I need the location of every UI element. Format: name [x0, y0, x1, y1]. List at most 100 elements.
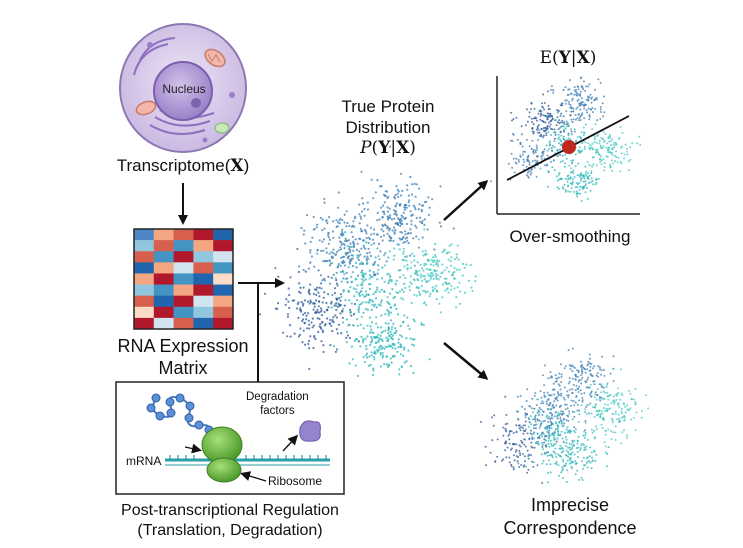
scatter-point: [540, 157, 543, 160]
scatter-point: [351, 280, 354, 283]
scatter-point: [595, 410, 598, 413]
scatter-point: [598, 409, 601, 412]
scatter-point: [445, 266, 448, 269]
scatter-point: [620, 162, 623, 164]
scatter-point: [356, 299, 359, 302]
scatter-point: [577, 375, 579, 378]
scatter-point: [342, 321, 345, 324]
scatter-point: [308, 327, 311, 330]
scatter-point: [596, 134, 599, 137]
scatter-point: [570, 171, 573, 173]
scatter-point: [523, 150, 526, 153]
scatter-point: [606, 410, 609, 413]
scatter-point: [524, 420, 527, 423]
scatter-point: [347, 257, 350, 260]
scatter-point: [528, 163, 531, 166]
scatter-point: [426, 228, 429, 231]
scatter-point: [394, 228, 397, 232]
scatter-point: [572, 383, 575, 386]
scatter-point: [593, 416, 596, 418]
scatter-point: [344, 299, 347, 302]
scatter-point: [576, 439, 579, 442]
scatter-point: [385, 260, 388, 263]
scatter-point: [432, 274, 435, 277]
scatter-point: [544, 164, 546, 167]
scatter-point: [549, 123, 552, 126]
scatter-point: [564, 127, 567, 130]
scatter-point: [553, 438, 556, 441]
scatter-point: [380, 326, 383, 329]
scatter-point: [507, 162, 510, 165]
scatter-point: [524, 465, 527, 468]
scatter-point: [422, 323, 425, 326]
scatter-point: [547, 440, 550, 442]
scatter-point: [416, 294, 419, 297]
scatter-point: [566, 426, 569, 429]
scatter-point: [286, 315, 289, 318]
scatter-point: [542, 127, 545, 130]
scatter-point: [544, 121, 547, 124]
scatter-point: [450, 243, 453, 246]
matrix-cell: [153, 306, 174, 319]
scatter-point: [404, 203, 407, 206]
scatter-point: [532, 123, 535, 126]
scatter-point: [522, 465, 525, 468]
scatter-point: [433, 269, 436, 273]
scatter-point: [574, 473, 577, 476]
scatter-point: [393, 254, 396, 257]
scatter-point: [562, 410, 564, 413]
scatter-point: [548, 459, 550, 462]
scatter-point: [540, 113, 543, 116]
scatter-point: [365, 293, 368, 296]
scatter-point: [513, 459, 516, 462]
scatter-point: [350, 302, 353, 305]
scatter-point: [423, 290, 427, 293]
scatter-point: [351, 271, 355, 274]
scatter-point: [376, 286, 379, 289]
scatter-point: [530, 147, 533, 150]
scatter-point: [393, 217, 396, 220]
scatter-point: [537, 131, 539, 134]
scatter-point: [557, 434, 560, 437]
scatter-point: [548, 424, 551, 427]
scatter-point: [376, 348, 379, 352]
scatter-point: [536, 127, 539, 130]
scatter-point: [548, 415, 551, 418]
scatter-point: [547, 471, 549, 474]
scatter-point: [640, 416, 643, 419]
scatter-point: [582, 80, 585, 83]
scatter-point: [523, 161, 526, 163]
scatter-point: [543, 433, 545, 436]
scatter-point: [301, 304, 305, 307]
scatter-point: [567, 122, 570, 125]
scatter-point: [446, 251, 449, 255]
scatter-point: [599, 81, 602, 84]
scatter-point: [474, 275, 477, 278]
scatter-point: [403, 314, 406, 317]
scatter-point: [628, 408, 631, 411]
scatter-point: [541, 374, 544, 377]
scatter-point: [300, 300, 303, 304]
scatter-point: [599, 118, 602, 120]
scatter-point: [431, 198, 434, 201]
scatter-point: [562, 135, 565, 138]
scatter-point: [392, 258, 395, 261]
scatter-point: [564, 365, 567, 368]
scatter-point: [394, 331, 397, 334]
scatter-point: [555, 460, 558, 463]
scatter-point: [310, 255, 313, 258]
scatter-point: [322, 350, 325, 354]
scatter-point: [596, 394, 598, 396]
scatter-point: [338, 236, 341, 239]
scatter-point: [540, 422, 543, 425]
scatter-point: [589, 108, 592, 110]
scatter-point: [372, 232, 376, 235]
scatter-point: [296, 302, 299, 306]
scatter-point: [330, 276, 333, 279]
scatter-point: [560, 455, 563, 458]
scatter-point: [309, 261, 312, 264]
scatter-point: [367, 364, 370, 367]
scatter-point: [588, 83, 591, 86]
scatter-point: [287, 287, 290, 290]
scatter-point: [526, 171, 529, 174]
